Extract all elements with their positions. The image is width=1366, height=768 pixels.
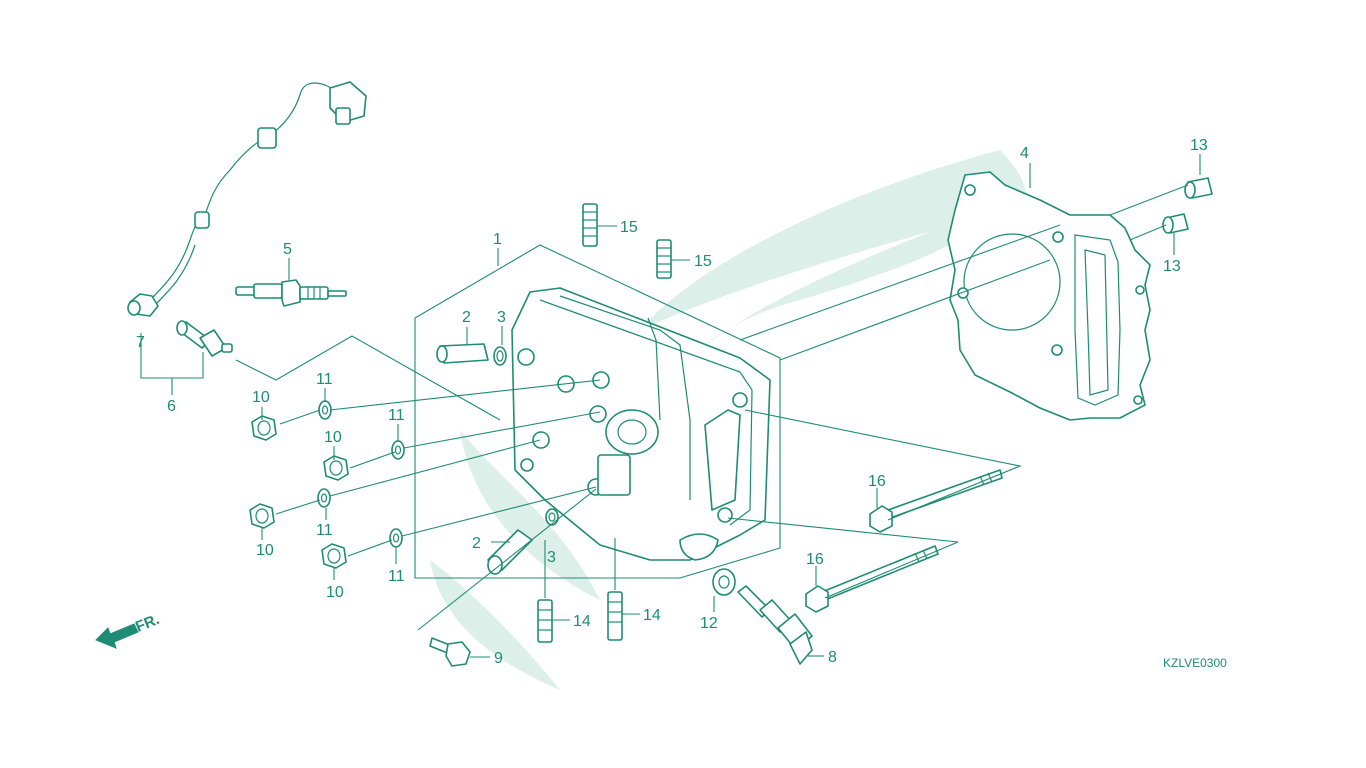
dowel-2-upper: [436, 343, 489, 364]
nut-10-d: [321, 543, 347, 569]
stud-bolt-14-b: [607, 591, 623, 641]
nut-10-a: [251, 415, 277, 441]
bolt-16-lower: [805, 545, 939, 613]
dowel-2-lower: [487, 529, 533, 575]
stud-bolt-15-a: [582, 203, 598, 247]
callout-13-lower: 13: [1163, 258, 1181, 275]
front-direction-arrow: [95, 623, 139, 649]
assembly-frame: [414, 244, 781, 579]
front-direction-label: FR.: [133, 611, 162, 636]
callout-11-d: 11: [388, 568, 405, 585]
callout-7: 7: [136, 334, 145, 351]
nut-10-c: [249, 503, 275, 529]
callout-2-lower: 2: [472, 535, 481, 552]
callout-11-a: 11: [316, 371, 333, 388]
washer-11-a: [318, 400, 332, 420]
nut-10-b: [323, 455, 349, 481]
oxygen-sensor-7: [127, 81, 367, 317]
callout-10-c: 10: [256, 542, 274, 559]
callout-14-a: 14: [573, 613, 591, 630]
sensor-6: [176, 320, 233, 357]
callout-2-upper: 2: [462, 309, 471, 326]
callout-14-b: 14: [643, 607, 661, 624]
cylinder-gasket: [947, 171, 1151, 421]
callout-9: 9: [494, 650, 503, 667]
callout-6: 6: [167, 398, 176, 415]
sealing-washer-12: [712, 568, 736, 596]
spark-plug-5: [235, 279, 347, 307]
callout-15-b: 15: [694, 253, 712, 270]
washer-11-c: [317, 488, 331, 508]
callout-1: 1: [493, 231, 502, 248]
callout-10-b: 10: [324, 429, 342, 446]
flange-bolt-9: [429, 637, 471, 667]
callout-11-b: 11: [388, 407, 405, 424]
callout-12: 12: [700, 615, 718, 632]
callout-8: 8: [828, 649, 837, 666]
callout-4: 4: [1020, 145, 1029, 162]
bolt-16-upper: [869, 469, 1003, 533]
diagram-reference-code: KZLVE0300: [1163, 656, 1227, 670]
leader-lines: [140, 154, 1201, 658]
dowel-pin-upper: [1184, 177, 1213, 199]
callout-11-c: 11: [316, 522, 333, 539]
callout-10-a: 10: [252, 389, 270, 406]
callout-5: 5: [283, 241, 292, 258]
callout-3-upper: 3: [497, 309, 506, 326]
washer-11-b: [391, 440, 405, 460]
o-ring-3-lower: [545, 508, 559, 526]
stud-bolt-14-a: [537, 599, 553, 643]
callout-3-lower: 3: [547, 549, 556, 566]
dowel-pin-lower: [1162, 213, 1189, 234]
callout-13-upper: 13: [1190, 137, 1208, 154]
stud-bolt-15-b: [656, 239, 672, 279]
callout-15-a: 15: [620, 219, 638, 236]
temperature-sensor-8: [737, 585, 813, 665]
o-ring-3-upper: [493, 346, 507, 366]
washer-11-d: [389, 528, 403, 548]
callout-16-upper: 16: [868, 473, 886, 490]
callout-16-lower: 16: [806, 551, 824, 568]
callout-10-d: 10: [326, 584, 344, 601]
callout-labels: 1 2 2 3 3 4 5 6 7 8 9 10 10 10 10 11 11 …: [133, 137, 1227, 670]
